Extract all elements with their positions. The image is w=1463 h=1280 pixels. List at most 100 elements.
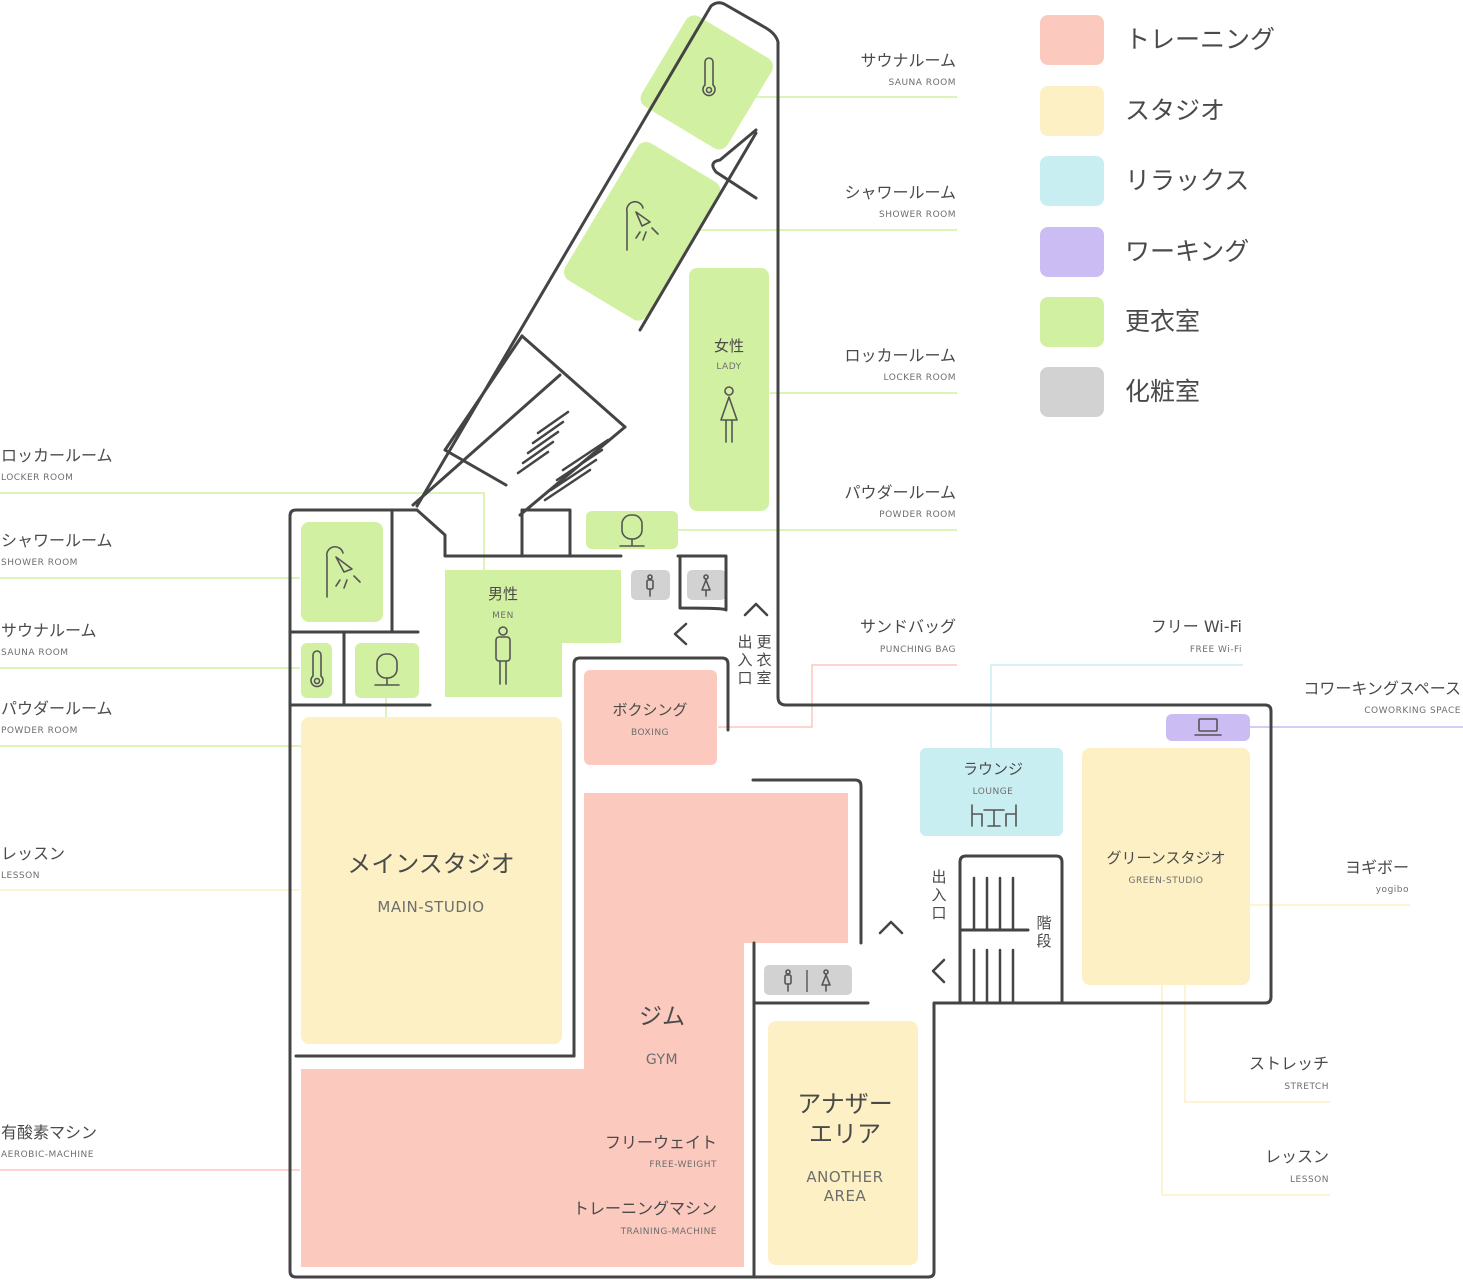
- gym-area: [301, 793, 848, 1267]
- callout-sauna-r-jp: サウナルーム: [860, 51, 956, 70]
- main-studio-label-en: MAIN-STUDIO: [377, 898, 484, 916]
- another-area: [768, 1021, 918, 1265]
- callout-wifi-jp: フリー Wi-Fi: [1151, 617, 1242, 636]
- gym-label-jp: ジム: [639, 1004, 685, 1030]
- callout-locker-r-en: LOCKER ROOM: [884, 373, 956, 383]
- leader-punching: [718, 664, 957, 728]
- coworking-space: [1166, 714, 1250, 741]
- callout-sauna-r-en: SAUNA ROOM: [888, 78, 956, 88]
- callout-powder-r-jp: パウダールーム: [844, 483, 956, 502]
- legend-swatch-studio: [1040, 86, 1104, 136]
- wall-gym-top: [751, 778, 863, 945]
- another-label-en-1: ANOTHER: [806, 1168, 883, 1186]
- callout-sauna-l-jp: サウナルーム: [1, 621, 97, 640]
- main-studio-label-jp: メインスタジオ: [347, 850, 515, 878]
- callout-shower-l-jp: シャワールーム: [1, 531, 113, 550]
- callout-yogibo-jp: ヨギボー: [1345, 858, 1409, 877]
- locker-entrance-char-1: 出: [737, 633, 752, 651]
- training-machine-label-jp: トレーニングマシン: [573, 1199, 717, 1218]
- training-machine-label-en: TRAINING-MACHINE: [620, 1227, 717, 1237]
- legend-swatch-relax: [1040, 156, 1104, 206]
- wall-inner-diag: [520, 334, 627, 429]
- wall-corr: [520, 508, 572, 558]
- shower-icon: [625, 200, 659, 251]
- wall-long-diagonal: [638, 131, 758, 332]
- thermometer-icon: [310, 650, 324, 688]
- wall-center-box: [572, 656, 730, 1058]
- legend: トレーニング スタジオ リラックス ワーキング 更衣室 化粧室: [1040, 15, 1275, 417]
- lady-label-jp: 女性: [714, 337, 744, 355]
- free-weight-label-jp: フリーウェイト: [605, 1133, 717, 1152]
- powder-room-l: [355, 643, 419, 698]
- legend-label-training: トレーニング: [1125, 25, 1275, 54]
- callout-punching-en: PUNCHING BAG: [880, 645, 956, 655]
- callout-lesson-l-en: LESSON: [1, 871, 40, 881]
- wall-stairs-box: [958, 854, 1064, 1005]
- callout-coworking-en: COWORKING SPACE: [1364, 706, 1461, 716]
- men-label-en: MEN: [492, 611, 514, 621]
- callout-stretch-en: STRETCH: [1284, 1082, 1329, 1092]
- callout-lesson-l-jp: レッスン: [1, 844, 65, 863]
- locker-room-char-3: 室: [756, 669, 771, 687]
- woman-icon: [701, 574, 711, 597]
- callout-shower-r-jp: シャワールーム: [844, 183, 956, 202]
- legend-swatch-training: [1040, 15, 1104, 65]
- wall-diag-2: [443, 334, 524, 452]
- legend-label-locker: 更衣室: [1125, 307, 1200, 336]
- stairs-char-2: 段: [1036, 932, 1051, 950]
- legend-label-working: ワーキング: [1125, 237, 1249, 266]
- locker-entrance-char-3: 口: [737, 669, 752, 687]
- sauna-room-l: [301, 643, 332, 698]
- shower-room-l: [301, 522, 383, 622]
- wall-notch: [711, 128, 758, 200]
- green-studio: [1082, 748, 1250, 985]
- wall-diag-3: [443, 448, 508, 487]
- legend-swatch-restroom: [1040, 367, 1104, 417]
- callout-shower-r-en: SHOWER ROOM: [879, 210, 956, 220]
- legend-label-relax: リラックス: [1125, 166, 1249, 195]
- wall-lavatory: [676, 554, 728, 612]
- callout-yogibo-en: yogibo: [1376, 885, 1409, 895]
- shower-icon: [325, 545, 361, 598]
- legend-label-restroom: 化粧室: [1125, 377, 1200, 406]
- men-label-jp: 男性: [488, 585, 518, 603]
- callout-wifi-en: FREE Wi-Fi: [1190, 645, 1242, 655]
- main-entrance-char-1: 出: [931, 868, 946, 886]
- restroom-3: [764, 965, 852, 995]
- legend-label-studio: スタジオ: [1125, 96, 1225, 125]
- callout-locker-l-en: LOCKER ROOM: [1, 473, 73, 483]
- callout-stretch-jp: ストレッチ: [1249, 1054, 1329, 1073]
- restroom-2: [687, 570, 726, 600]
- another-label-en-2: AREA: [824, 1187, 867, 1205]
- vertical-signs: 出 入 口 更 衣 室 出 入 口 階 段: [737, 633, 1051, 950]
- lounge-label-jp: ラウンジ: [963, 760, 1023, 778]
- wall-stair1: [411, 373, 562, 507]
- callout-aerobic-en: AEROBIC-MACHINE: [1, 1150, 94, 1160]
- shower-room-r: [563, 141, 721, 321]
- legend-swatch-working: [1040, 227, 1104, 277]
- room-labels: 女性 LADY 男性 MEN ボクシング BOXING メインスタジオ MAIN…: [347, 337, 1225, 1237]
- mirror-icon: [374, 653, 400, 686]
- laptop-icon: [1194, 718, 1222, 736]
- boxing-label-en: BOXING: [631, 728, 669, 738]
- locker-entrance-char-2: 入: [737, 651, 752, 669]
- callout-powder-l-jp: パウダールーム: [1, 699, 113, 718]
- gym-label-en: GYM: [646, 1052, 678, 1068]
- lounge-label-en: LOUNGE: [973, 787, 1014, 797]
- man-icon: [495, 626, 511, 685]
- main-entrance-char-3: 口: [931, 904, 946, 922]
- locker-room-char-2: 衣: [756, 651, 771, 669]
- main-entrance-char-2: 入: [931, 886, 946, 904]
- main-studio: [301, 717, 562, 1044]
- stairs-char-1: 階: [1036, 914, 1051, 932]
- sauna-room-r: [640, 15, 773, 150]
- wall-outer-left: [288, 1, 1273, 1279]
- woman-icon: [821, 969, 831, 992]
- woman-icon: [720, 386, 738, 443]
- restroom-1: [631, 570, 670, 600]
- callout-labels: サウナルーム SAUNA ROOM シャワールーム SHOWER ROOM ロッ…: [1, 51, 1461, 1185]
- free-weight-label-en: FREE-WEIGHT: [649, 1160, 717, 1170]
- walls: [288, 1, 1273, 1279]
- thermometer-icon: [702, 57, 716, 97]
- locker-room-char-1: 更: [756, 633, 771, 651]
